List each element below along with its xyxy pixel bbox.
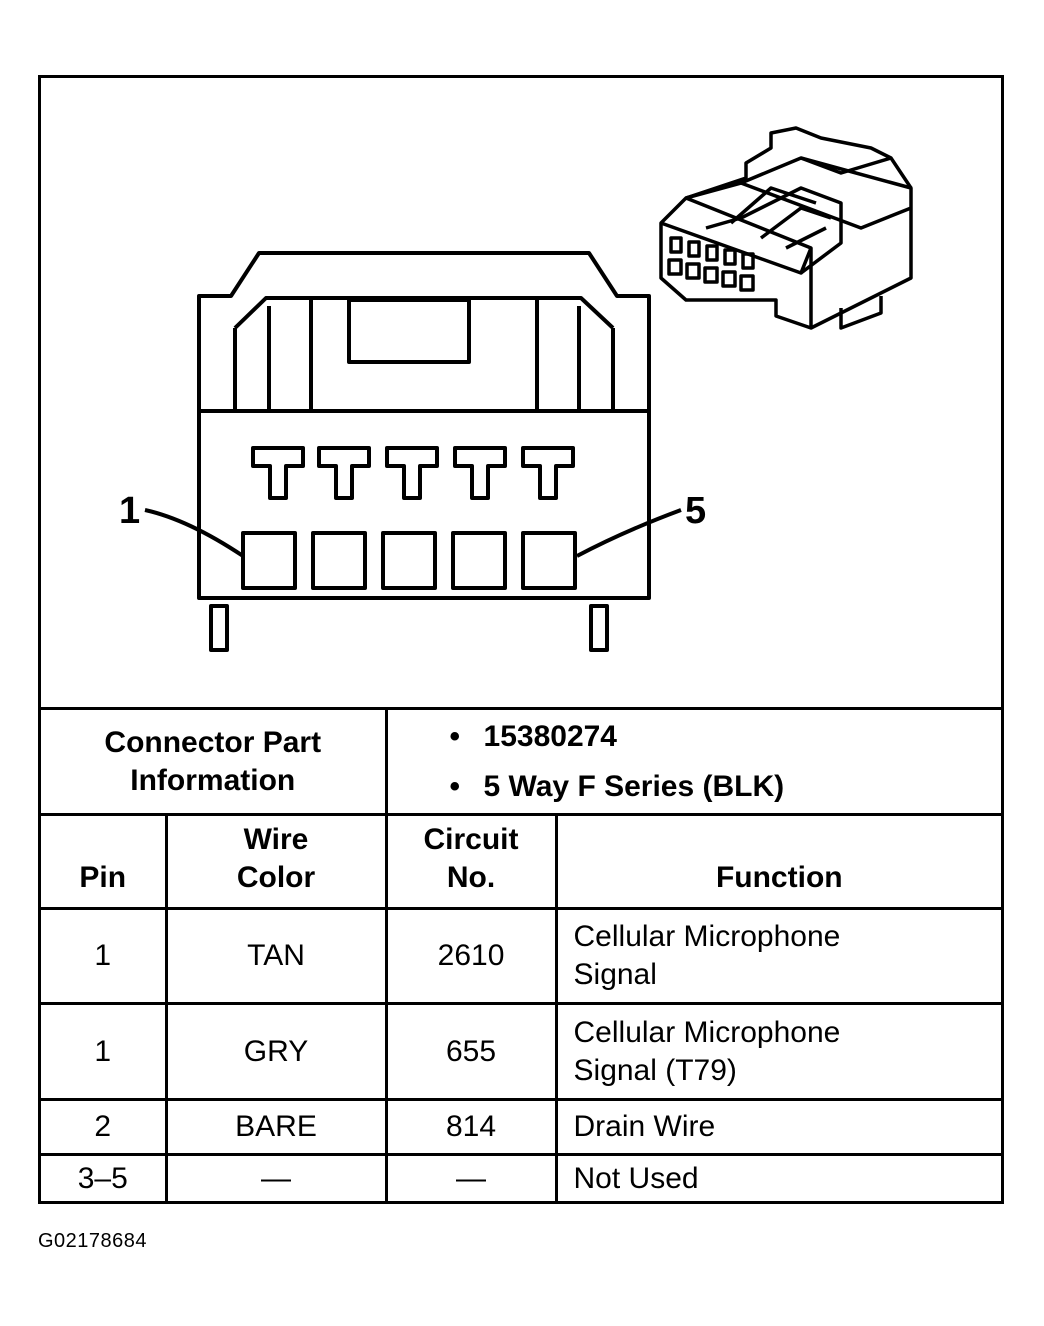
function-cell: Not Used (554, 1153, 1002, 1203)
header-circuit-no: Circuit No. (384, 813, 557, 909)
table-row: 1 TAN 2610 Cellular Microphone Signal (41, 907, 1002, 1004)
pin-cavities (241, 531, 577, 590)
header-wire-color: Wire Color (164, 813, 387, 909)
function-cell: Cellular Microphone Signal (554, 907, 1002, 1004)
latch-window (347, 298, 471, 364)
function-cell: Cellular Microphone Signal (T79) (554, 1002, 1002, 1100)
terminal-keys (251, 446, 575, 500)
connector-info-row: Connector Part Information •15380274 •5 … (41, 707, 1002, 815)
pin-5-label: 5 (685, 490, 706, 532)
pin-1-leader (144, 508, 245, 558)
wire-color-cell: GRY (164, 1002, 387, 1100)
connector-housing-outline (197, 251, 651, 600)
connector-isometric-view (659, 126, 913, 330)
pin-cell: 1 (41, 1002, 166, 1100)
table-header-row: Pin Wire Color Circuit No. Function (41, 813, 1002, 909)
connector-info-label: Connector Part Information (41, 707, 387, 815)
header-pin: Pin (41, 813, 166, 909)
table-row: 2 BARE 814 Drain Wire (41, 1098, 1002, 1155)
connector-face-drawing: 1 5 (119, 126, 913, 652)
pin-1-label: 1 (119, 490, 140, 532)
mounting-leg-left (209, 604, 229, 652)
circuit-cell: 814 (384, 1098, 557, 1155)
pin-cell: 1 (41, 907, 166, 1004)
mounting-leg-right (589, 604, 609, 652)
pin-cavity-4 (451, 531, 507, 590)
figure-id: G02178684 (38, 1230, 148, 1252)
connector-series: •5 Way F Series (BLK) (449, 769, 785, 803)
pin-5-leader (576, 508, 682, 558)
pin-cavity-2 (311, 531, 367, 590)
connector-drawing-area: 1 5 (41, 78, 1001, 708)
wire-color-cell: — (164, 1153, 387, 1203)
wire-color-cell: BARE (164, 1098, 387, 1155)
function-cell: Drain Wire (554, 1098, 1002, 1155)
connector-diagram-frame: 1 5 Connector Part Information •15380274… (38, 75, 1004, 1204)
table-row: 1 GRY 655 Cellular Microphone Signal (T7… (41, 1002, 1002, 1100)
pin-cell: 2 (41, 1098, 166, 1155)
pin-cavity-1 (241, 531, 297, 590)
circuit-cell: 2610 (384, 907, 557, 1004)
connector-pinout-table: Connector Part Information •15380274 •5 … (41, 707, 1002, 1203)
connector-info-values: •15380274 •5 Way F Series (BLK) (384, 707, 1002, 815)
pin-cavity-3 (381, 531, 437, 590)
wire-color-cell: TAN (164, 907, 387, 1004)
circuit-cell: 655 (384, 1002, 557, 1100)
connector-part-number: •15380274 (449, 719, 617, 753)
connector-info-label-line2: Information (130, 763, 296, 797)
pin-cavity-5 (521, 531, 577, 590)
circuit-cell: — (384, 1153, 557, 1203)
pin-cell: 3–5 (41, 1153, 166, 1203)
header-function: Function (554, 813, 1002, 909)
table-row: 3–5 — — Not Used (41, 1153, 1002, 1203)
connector-info-label-line1: Connector Part (104, 725, 322, 759)
